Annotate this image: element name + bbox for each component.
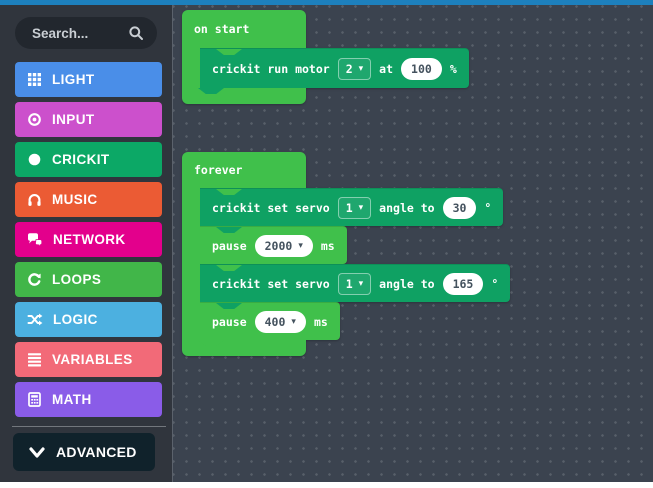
pause-text: pause [212,314,247,329]
percent-unit: % [449,61,457,76]
c-block-spine [182,302,200,340]
sidebar-item-logic[interactable]: LOGIC [15,302,162,337]
top-accent-bar [0,0,653,5]
dropdown-arrow-icon: ▾ [358,278,364,288]
on-start-label: on start [194,22,250,36]
set-servo-text: crickit set servo [212,200,330,215]
crickit-set-servo-block-1[interactable]: crickit set servo 1 ▾ angle to 30 ° [200,188,504,226]
c-block-spine [182,264,200,302]
on-start-footer [182,88,306,104]
notch-connector [216,227,242,233]
crickit-set-servo-block-2[interactable]: crickit set servo 1 ▾ angle to 165 ° [200,264,511,302]
sidebar-divider [12,426,166,427]
angle-to-label: angle to [379,276,435,291]
sidebar-item-input[interactable]: INPUT [15,102,162,137]
bars-icon [28,353,41,367]
chat-icon [28,233,43,247]
notch-connector [216,303,242,309]
sidebar-item-label: LOGIC [53,312,98,327]
loop-icon [28,273,41,286]
forever-body-row: crickit set servo 1 ▾ angle to 30 ° [182,188,504,226]
ms-unit: ms [313,314,328,329]
degree-unit: ° [491,276,499,291]
servo-number-dropdown[interactable]: 1 ▾ [337,196,372,219]
pause-text: pause [212,238,247,253]
servo-angle-field[interactable]: 30 [442,196,477,219]
ms-unit: ms [320,238,335,253]
calculator-icon [28,392,41,407]
on-start-header[interactable]: on start [182,10,306,48]
circle-icon [28,153,41,166]
search-input[interactable] [15,25,128,41]
dropdown-arrow-icon: ▾ [298,240,303,250]
search-box[interactable] [15,17,157,49]
on-start-block[interactable]: on start crickit run motor 2 ▾ at 100 % [182,10,469,104]
advanced-toggle-button[interactable]: ADVANCED [13,433,155,471]
sidebar-item-loops[interactable]: LOOPS [15,262,162,297]
c-block-spine [182,226,200,264]
forever-label: forever [194,163,243,177]
advanced-label: ADVANCED [56,444,137,460]
blocks-workspace[interactable]: on start crickit run motor 2 ▾ at 100 % [172,5,653,482]
sidebar-item-label: MUSIC [52,192,98,207]
sidebar-item-label: LOOPS [52,272,102,287]
on-start-body: crickit run motor 2 ▾ at 100 % [182,48,469,88]
grid-icon [28,73,41,86]
category-list: LIGHT INPUT CRICKIT [0,62,172,417]
sidebar-item-math[interactable]: MATH [15,382,162,417]
notch-connector [216,189,242,195]
forever-header[interactable]: forever [182,152,306,188]
sidebar-item-label: INPUT [52,112,95,127]
dropdown-arrow-icon: ▾ [291,316,296,326]
notch-connector [216,265,242,271]
sidebar-item-light[interactable]: LIGHT [15,62,162,97]
search-icon[interactable] [128,25,144,41]
sidebar-item-variables[interactable]: VARIABLES [15,342,162,377]
motor-number-dropdown[interactable]: 2 ▾ [337,57,372,80]
set-servo-text: crickit set servo [212,276,330,291]
pause-block-1[interactable]: pause 2000 ▾ ms [200,226,347,264]
c-block-spine [182,48,200,88]
shuffle-icon [27,313,43,326]
forever-body-row: pause 400 ▾ ms [182,302,340,340]
toolbox-sidebar: LIGHT INPUT CRICKIT [0,5,172,482]
pause-time-dropdown[interactable]: 2000 ▾ [254,234,313,257]
at-label: at [379,61,394,76]
servo-number-dropdown[interactable]: 1 ▾ [337,272,372,295]
pause-block-2[interactable]: pause 400 ▾ ms [200,302,340,340]
notch-connector [216,49,242,55]
sidebar-item-label: CRICKIT [52,152,110,167]
forever-body-row: pause 2000 ▾ ms [182,226,347,264]
crickit-run-motor-block[interactable]: crickit run motor 2 ▾ at 100 % [200,48,469,88]
dropdown-arrow-icon: ▾ [358,63,364,73]
notch-connector [198,340,224,346]
sidebar-item-label: MATH [52,392,92,407]
headphones-icon [28,194,41,206]
forever-block[interactable]: forever crickit set servo 1 ▾ angle to 3… [182,152,511,356]
sidebar-item-network[interactable]: NETWORK [15,222,162,257]
notch-connector [198,88,224,94]
pause-time-dropdown[interactable]: 400 ▾ [254,310,306,333]
forever-body-row: crickit set servo 1 ▾ angle to 165 ° [182,264,511,302]
degree-unit: ° [484,200,492,215]
c-block-spine [182,188,200,226]
sidebar-item-music[interactable]: MUSIC [15,182,162,217]
run-motor-text: crickit run motor [212,61,330,76]
target-icon [28,113,41,126]
sidebar-item-label: VARIABLES [52,352,133,367]
sidebar-item-crickit[interactable]: CRICKIT [15,142,162,177]
servo-angle-field[interactable]: 165 [442,272,484,295]
forever-footer [182,340,306,356]
angle-to-label: angle to [379,200,435,215]
chevron-down-icon [29,446,45,458]
sidebar-item-label: LIGHT [52,72,95,87]
sidebar-item-label: NETWORK [53,232,126,247]
dropdown-arrow-icon: ▾ [358,202,364,212]
motor-speed-field[interactable]: 100 [401,57,442,80]
